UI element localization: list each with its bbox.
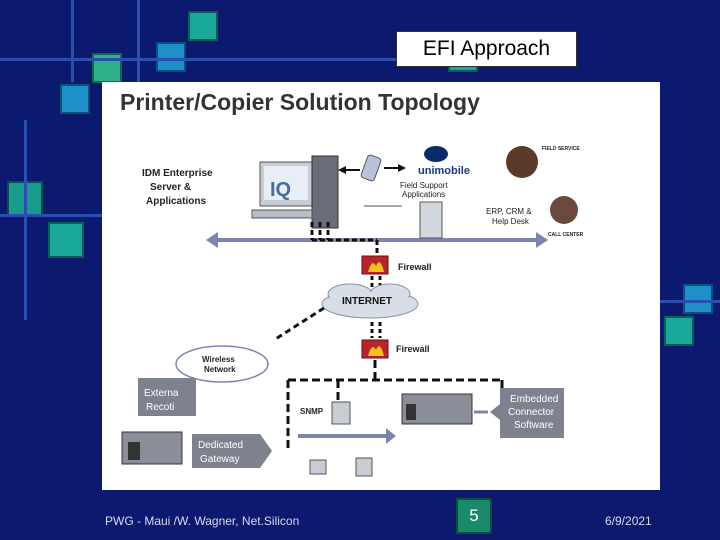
svg-text:INTERNET: INTERNET <box>342 296 392 307</box>
embedded-connector-box: Embedded Connector Software <box>490 388 564 438</box>
internet-cloud: INTERNET <box>321 283 419 319</box>
svg-text:Externa: Externa <box>144 388 179 399</box>
dedicated-gateway-box: Dedicated Gateway <box>192 434 272 468</box>
topology-diagram: Printer/Copier Solution Topology IDM Ent… <box>102 82 660 490</box>
server-computer-icon: IQ <box>251 155 339 229</box>
pda-icon <box>360 154 382 182</box>
decor-line <box>0 58 400 61</box>
decor-line <box>0 214 102 217</box>
footer-date: 6/9/2021 <box>605 514 652 528</box>
copier-right-icon <box>401 393 473 425</box>
svg-text:Gateway: Gateway <box>200 454 239 465</box>
svg-text:Embedded: Embedded <box>510 394 558 405</box>
svg-text:Dedicated: Dedicated <box>198 440 243 451</box>
unimobile-logo: unimobile <box>418 146 470 177</box>
svg-text:FIELD SERVICE: FIELD SERVICE <box>542 146 580 152</box>
svg-text:Connector: Connector <box>508 407 555 418</box>
diagram-heading: Printer/Copier Solution Topology <box>120 89 480 115</box>
erp-label: ERP, CRM & <box>486 207 532 216</box>
svg-text:Recoti: Recoti <box>146 402 174 413</box>
svg-text:Software: Software <box>514 420 554 431</box>
decor-line <box>137 0 140 82</box>
erp-label: Help Desk <box>492 217 530 226</box>
footer-author: PWG - Maui /W. Wagner, Net.Silicon <box>105 514 300 528</box>
server-label: IDM Enterprise <box>142 168 213 179</box>
backbone-arrow-bottom <box>298 428 396 444</box>
slide-title: EFI Approach <box>396 31 577 67</box>
decor-line <box>660 300 720 303</box>
decor-line <box>71 0 74 82</box>
decor-square <box>60 84 90 114</box>
copier-left-icon <box>121 431 183 465</box>
field-service-photo: FIELD SERVICE <box>506 146 580 178</box>
device-icon <box>309 459 327 475</box>
field-support-label: Applications <box>402 190 445 199</box>
firewall-bottom-icon <box>361 339 389 359</box>
svg-text:Network: Network <box>204 365 236 374</box>
svg-text:unimobile: unimobile <box>418 165 470 177</box>
page-number: 5 <box>456 498 492 534</box>
decor-square <box>683 284 713 314</box>
decor-square <box>664 316 694 346</box>
external-box: Externa Recoti <box>138 378 196 416</box>
iq-logo: IQ <box>270 179 291 201</box>
firewall-top-icon <box>361 255 389 275</box>
decor-square <box>48 222 84 258</box>
server-label: Server & <box>150 182 191 193</box>
svg-text:CALL CENTER: CALL CENTER <box>548 232 584 238</box>
device-icon <box>355 457 373 477</box>
wireless-cloud: Wireless Network <box>175 345 269 383</box>
field-support-label: Field Support <box>400 181 448 190</box>
server-label: Applications <box>146 196 206 207</box>
svg-text:Wireless: Wireless <box>202 355 235 364</box>
decor-line <box>24 120 27 320</box>
decor-square <box>188 11 218 41</box>
snmp-label: SNMP <box>300 407 324 416</box>
firewall-top-label: Firewall <box>398 262 432 272</box>
field-server-icon <box>419 201 443 239</box>
printer-icon <box>331 401 351 425</box>
decor-square <box>156 42 186 72</box>
firewall-bottom-label: Firewall <box>396 344 430 354</box>
call-center-photo: CALL CENTER <box>548 196 584 238</box>
